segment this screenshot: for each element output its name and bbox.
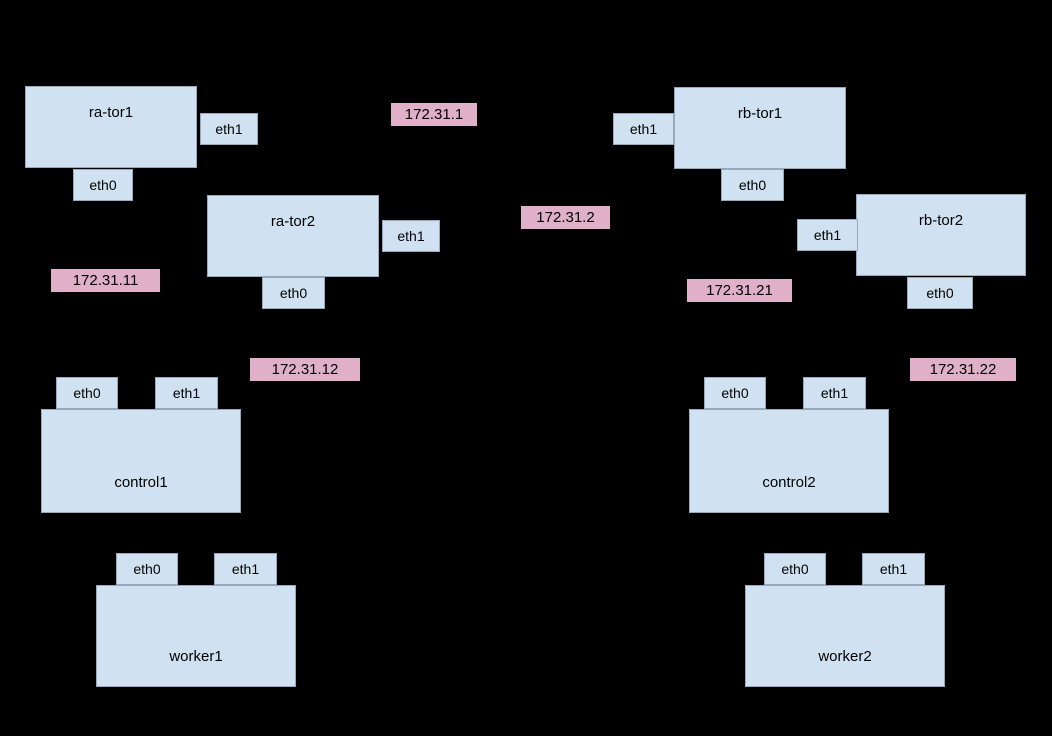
node-label-worker2: worker2 — [818, 648, 872, 665]
interface-ra-tor1-eth1[interactable]: eth1 — [200, 113, 258, 145]
interface-control1-eth1[interactable]: eth1 — [155, 377, 218, 409]
network-label-net-172-31-1[interactable]: 172.31.1 — [391, 103, 477, 126]
interface-rb-tor1-eth1[interactable]: eth1 — [613, 113, 674, 145]
interface-worker2-eth1[interactable]: eth1 — [862, 553, 925, 585]
node-label-ra-tor2: ra-tor2 — [270, 213, 316, 230]
interface-ra-tor1-eth0[interactable]: eth0 — [73, 169, 133, 201]
interface-worker2-eth0[interactable]: eth0 — [764, 553, 826, 585]
node-rb-tor1[interactable]: rb-tor1 — [674, 87, 846, 169]
node-label-control1: control1 — [114, 474, 168, 491]
interface-rb-tor1-eth0[interactable]: eth0 — [721, 169, 784, 201]
node-control2[interactable]: control2 — [689, 409, 889, 513]
network-label-net-172-31-22[interactable]: 172.31.22 — [910, 358, 1016, 381]
interface-control1-eth0[interactable]: eth0 — [56, 377, 118, 409]
node-ra-tor2[interactable]: ra-tor2 — [207, 195, 379, 277]
node-worker1[interactable]: worker1 — [96, 585, 296, 687]
interface-rb-tor2-eth1[interactable]: eth1 — [797, 219, 858, 251]
node-worker2[interactable]: worker2 — [745, 585, 945, 687]
interface-rb-tor2-eth0[interactable]: eth0 — [907, 277, 973, 309]
node-ra-tor1[interactable]: ra-tor1 — [25, 86, 197, 168]
node-label-rb-tor1: rb-tor1 — [737, 105, 783, 122]
interface-worker1-eth1[interactable]: eth1 — [214, 553, 277, 585]
interface-ra-tor2-eth1[interactable]: eth1 — [382, 220, 440, 252]
node-label-worker1: worker1 — [169, 648, 223, 665]
node-label-control2: control2 — [762, 474, 816, 491]
network-label-net-172-31-2[interactable]: 172.31.2 — [521, 206, 610, 229]
interface-ra-tor2-eth0[interactable]: eth0 — [262, 277, 325, 309]
node-rb-tor2[interactable]: rb-tor2 — [856, 194, 1026, 276]
node-label-rb-tor2: rb-tor2 — [918, 212, 964, 229]
node-control1[interactable]: control1 — [41, 409, 241, 513]
network-label-net-172-31-21[interactable]: 172.31.21 — [687, 279, 792, 302]
network-label-net-172-31-11[interactable]: 172.31.11 — [51, 269, 160, 292]
interface-worker1-eth0[interactable]: eth0 — [116, 553, 178, 585]
interface-control2-eth1[interactable]: eth1 — [803, 377, 866, 409]
interface-control2-eth0[interactable]: eth0 — [704, 377, 766, 409]
node-label-ra-tor1: ra-tor1 — [88, 104, 134, 121]
network-label-net-172-31-12[interactable]: 172.31.12 — [250, 358, 360, 381]
